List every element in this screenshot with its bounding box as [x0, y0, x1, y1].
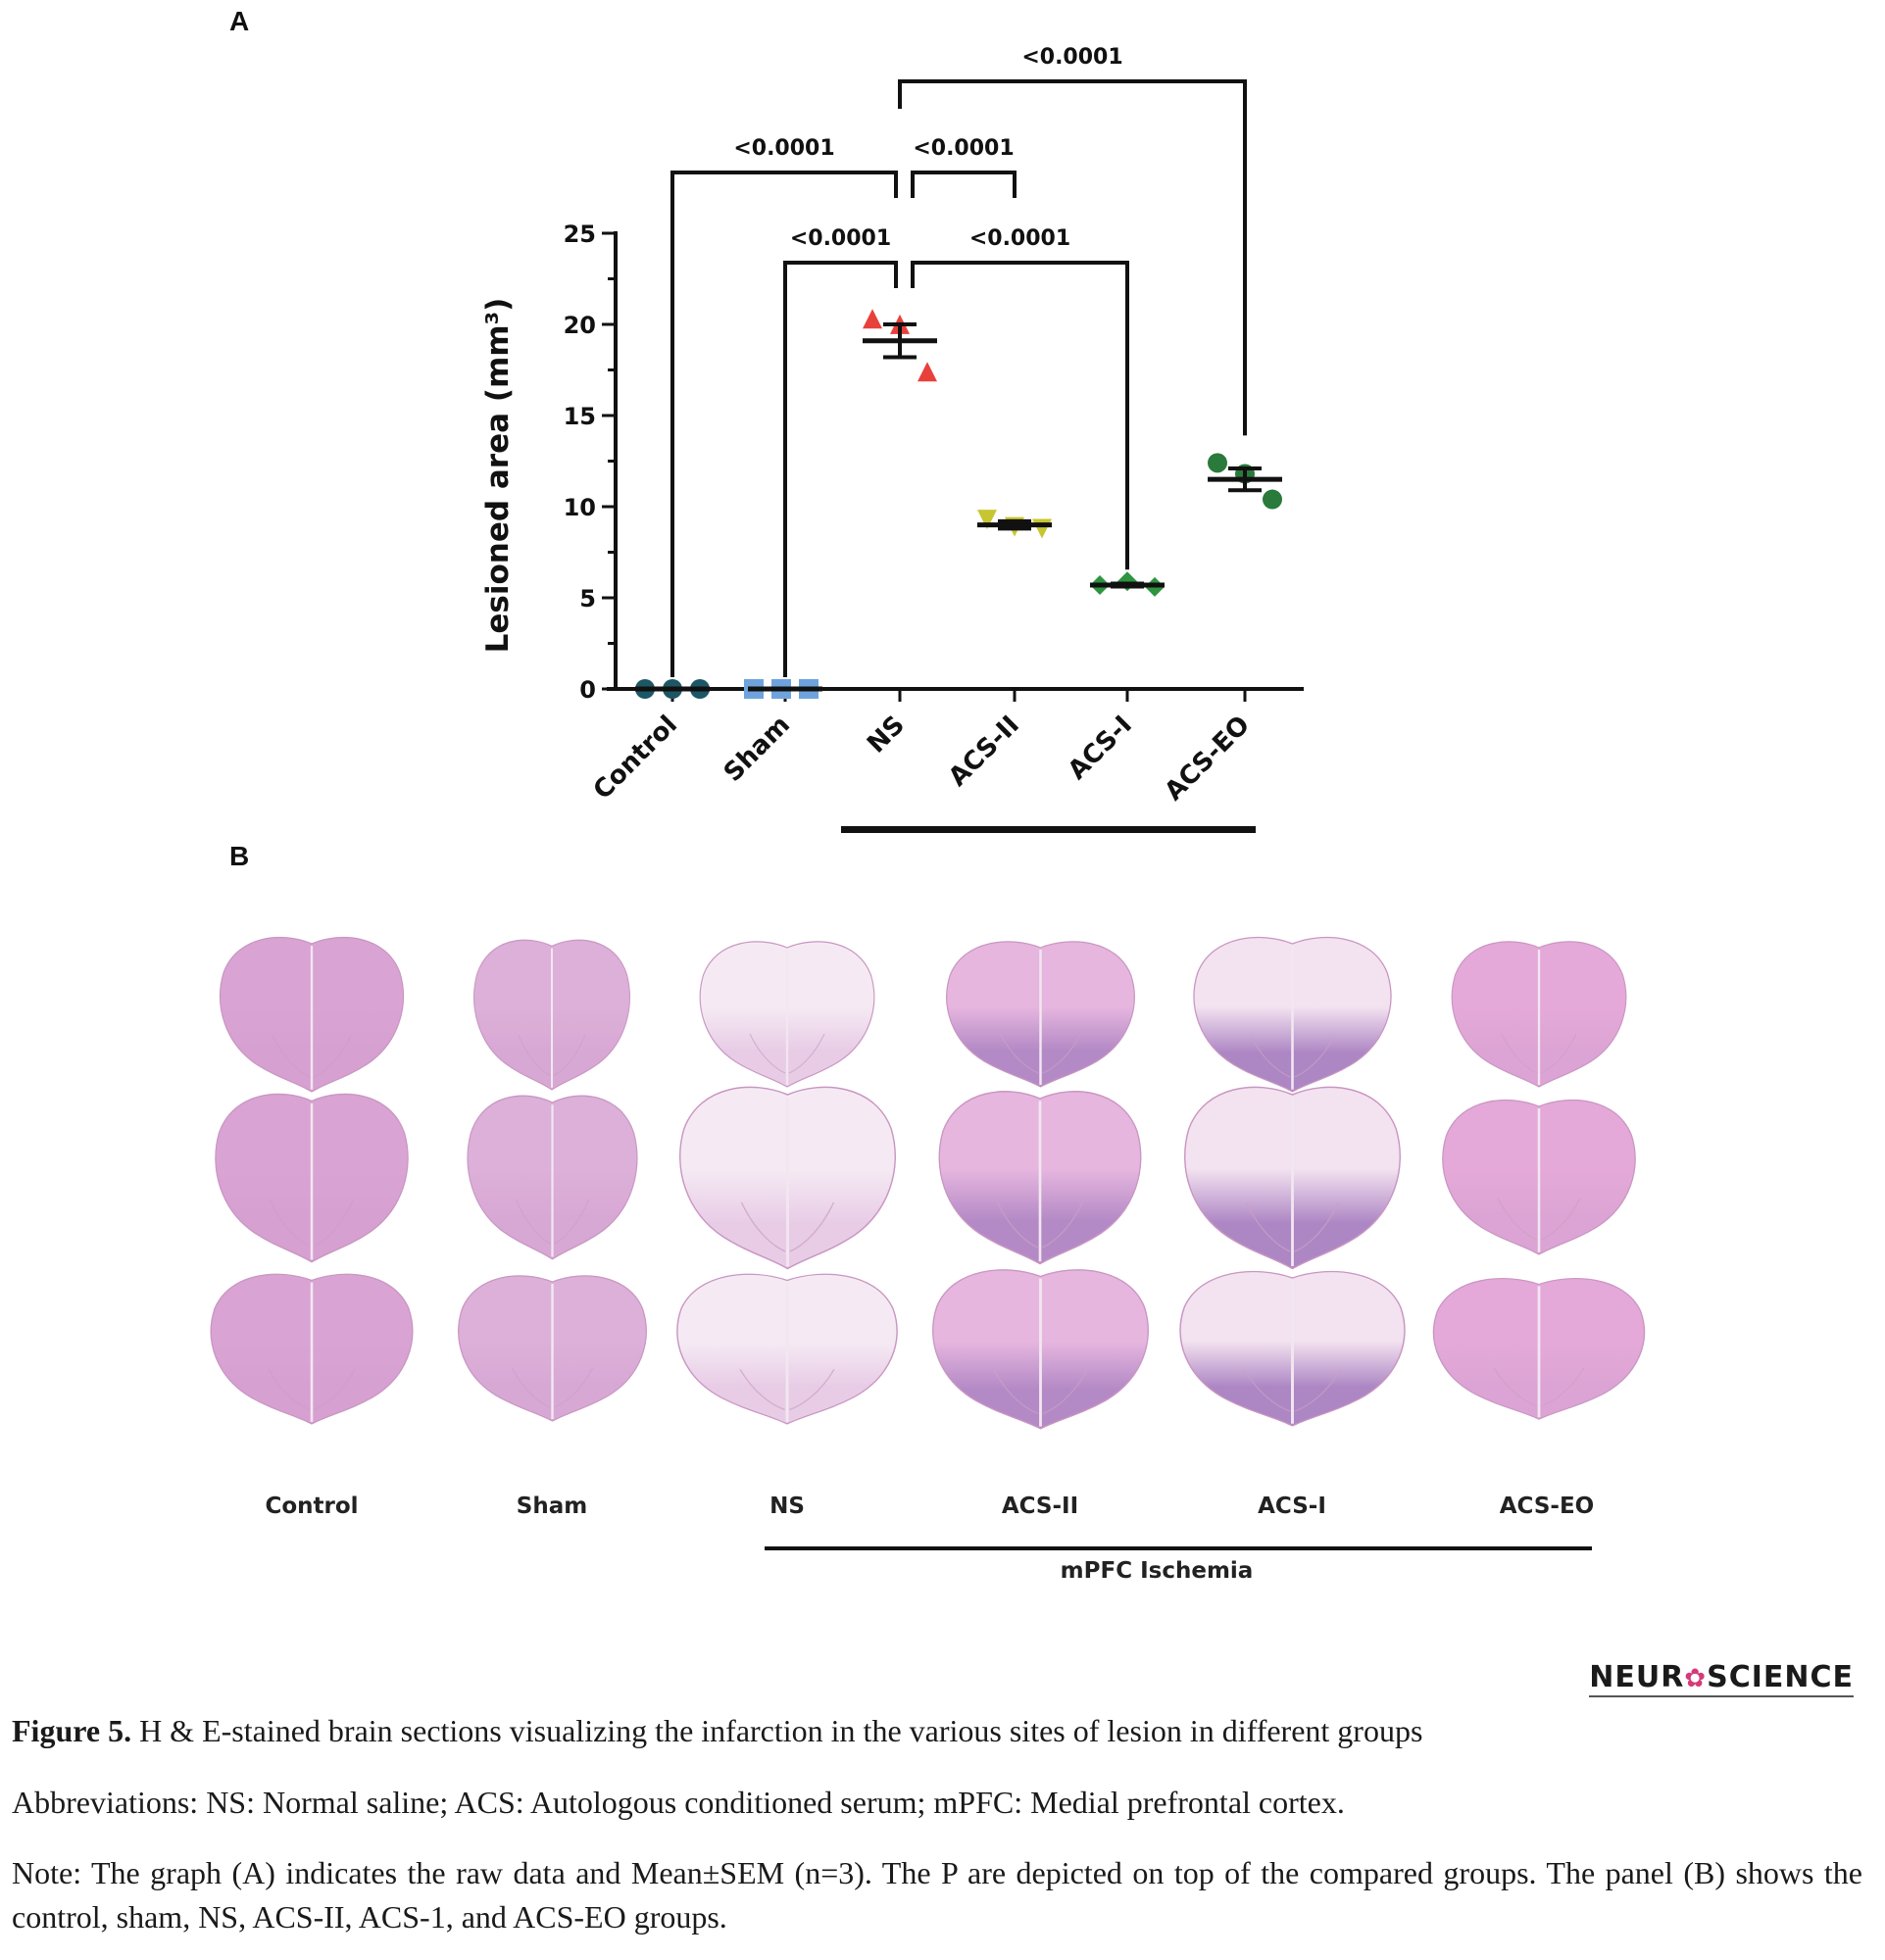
- significance-bracket: [670, 171, 898, 677]
- significance-bracket: [911, 261, 1129, 570]
- brain-section: [678, 1086, 896, 1270]
- brain-section: [457, 1275, 647, 1422]
- y-tick-label: 20: [564, 312, 596, 339]
- figure-text: H & E-stained brain sections visualizing…: [131, 1713, 1423, 1748]
- data-point: [1208, 453, 1227, 473]
- group-label: Sham: [516, 1494, 588, 1519]
- panel-a-letter: A: [229, 6, 250, 36]
- chart-marks: [635, 309, 1282, 699]
- brain-section: [1193, 936, 1391, 1093]
- p-value-label: <0.0001: [969, 226, 1070, 251]
- x-tick-label: Control: [588, 710, 683, 806]
- brain-section: [1183, 1086, 1401, 1270]
- p-value-label: <0.0001: [733, 136, 834, 161]
- brand-knot-icon: ✿: [1684, 1664, 1708, 1693]
- brand-left: NEUR: [1589, 1660, 1685, 1694]
- group-label: ACS-EO: [1499, 1494, 1595, 1519]
- brain-section: [210, 1273, 414, 1425]
- data-point: [918, 362, 937, 382]
- brain-section: [220, 937, 404, 1093]
- significance-brackets: <0.0001 <0.0001 <0.0001 <0.0001 <0.0001: [670, 45, 1247, 677]
- data-point: [1032, 518, 1052, 539]
- brain-section: [945, 941, 1135, 1088]
- significance-bracket: [898, 79, 1247, 436]
- brain-section: [1432, 1277, 1646, 1420]
- x-tick-label: NS: [862, 710, 911, 760]
- figure-note: Note: The graph (A) indicates the raw da…: [12, 1855, 1862, 1935]
- p-value-label: <0.0001: [1021, 45, 1122, 70]
- brain-section: [467, 1095, 637, 1260]
- brain-section: [676, 1273, 898, 1425]
- brain-section: [473, 939, 630, 1091]
- y-tick-label: 15: [564, 403, 596, 430]
- data-point: [977, 510, 997, 530]
- brain-section: [1442, 1099, 1636, 1255]
- brain-section: [1178, 1270, 1406, 1427]
- group-underline-bar: [841, 826, 1256, 833]
- group-label: NS: [769, 1494, 805, 1519]
- brain-section: [1451, 941, 1627, 1088]
- ischemia-bar: [765, 1546, 1592, 1550]
- brain-section: [215, 1093, 409, 1262]
- brain-section: [931, 1268, 1149, 1430]
- p-value-label: <0.0001: [913, 136, 1014, 161]
- panel-b-letter: B: [229, 841, 250, 871]
- brand-right: SCIENCE: [1707, 1660, 1854, 1694]
- figure-label: Figure 5.: [12, 1713, 132, 1748]
- chart-a: <0.0001 <0.0001 <0.0001 <0.0001 <0.0001 0 5 10…: [480, 45, 1304, 833]
- y-tick-label: 5: [579, 585, 596, 612]
- neuroscience-logo: NEUR✿SCIENCE: [1589, 1660, 1854, 1697]
- brain-section: [938, 1091, 1142, 1265]
- ischemia-label: mPFC Ischemia: [1060, 1558, 1254, 1584]
- group-label: ACS-II: [1001, 1494, 1079, 1519]
- x-tick-label: ACS-EO: [1160, 710, 1256, 807]
- group-label: ACS-I: [1258, 1494, 1326, 1519]
- p-value-label: <0.0001: [790, 226, 891, 251]
- significance-bracket: [911, 171, 1017, 198]
- brain-section: [699, 941, 875, 1088]
- significance-bracket: [783, 261, 898, 677]
- figure-abbreviations: Abbreviations: NS: Normal saline; ACS: A…: [12, 1785, 1345, 1820]
- x-tick-label: ACS-II: [943, 710, 1025, 793]
- figure-caption-title: Figure 5. H & E-stained brain sections v…: [12, 1709, 1862, 1753]
- y-tick-label: 0: [579, 676, 596, 704]
- group-label: Control: [265, 1494, 359, 1519]
- x-tick-label: ACS-I: [1063, 710, 1138, 786]
- y-tick-label: 10: [564, 494, 596, 521]
- y-tick-label: 25: [564, 220, 596, 248]
- y-axis-label: Lesioned area (mm³): [480, 298, 516, 654]
- data-point: [1263, 489, 1282, 510]
- x-tick-label: Sham: [719, 710, 796, 788]
- data-point: [863, 309, 882, 329]
